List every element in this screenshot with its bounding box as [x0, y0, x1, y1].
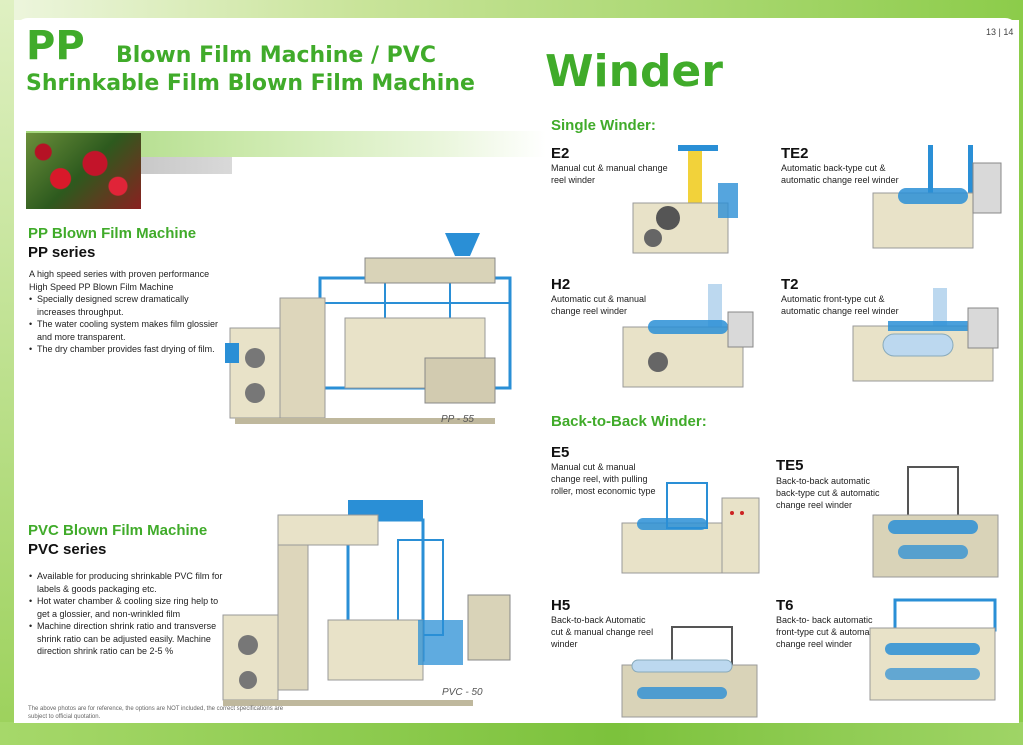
pvc-machine-illustration [222, 500, 511, 706]
winder-desc-te5: Back-to-back automatic back-type cut & a… [776, 476, 880, 510]
winder-desc-t6: Back-to- back automatic front-type cut &… [776, 615, 879, 649]
pvc-bullet: Available for producing shrinkable PVC f… [29, 570, 227, 595]
winder-t6-image [869, 598, 997, 701]
winder-desc-t2: Automatic front-type cut & automatic cha… [781, 294, 899, 316]
pp-caption: PP - 55 [441, 414, 474, 425]
winder-e5-image [621, 482, 760, 574]
pvc-bullet: Hot water chamber & cooling size ring he… [29, 595, 227, 620]
pp-bullet: The dry chamber provides fast drying of … [29, 343, 229, 356]
winder-code-h5: H5 [551, 597, 571, 614]
single-winder-heading: Single Winder: [551, 117, 656, 134]
winder-t2-image [852, 288, 999, 382]
title-line-1: Blown Film Machine / PVC [116, 43, 436, 68]
frame-top [0, 0, 1023, 20]
pp-section-title: PP Blown Film Machine [28, 225, 197, 242]
winder-code-e5: E5 [551, 444, 570, 461]
winder-desc-h5: Back-to-back Automatic cut & manual chan… [551, 615, 654, 649]
flower-photo [26, 133, 141, 209]
winder-code-h2: H2 [551, 276, 571, 293]
frame-right [1019, 0, 1023, 745]
winder-desc-h2: Automatic cut & manual change reel winde… [551, 294, 647, 316]
pp-bullet: Specially designed screw dramatically in… [29, 293, 229, 318]
page-numbers: 13 | 14 [986, 27, 1014, 37]
disclaimer-note: The above photos are for reference, the … [28, 706, 284, 720]
title-pp: PP [26, 23, 85, 69]
pp-intro-1: A high speed series with proven performa… [29, 269, 210, 279]
pvc-feature-list: Available for producing shrinkable PVC f… [29, 570, 227, 658]
winder-code-t2: T2 [781, 276, 799, 293]
winder-desc-e5: Manual cut & manual change reel, with pu… [551, 462, 656, 496]
winder-code-te5: TE5 [776, 457, 804, 474]
winder-desc-e2: Manual cut & manual change reel winder [551, 163, 668, 185]
winder-e2-image [632, 145, 738, 254]
winder-h5-image [621, 626, 758, 718]
frame-left [0, 0, 14, 745]
winder-te5-image [872, 466, 999, 578]
pp-feature-list: A high speed series with proven performa… [29, 268, 229, 356]
title-line-2: Shrinkable Film Blown Film Machine [26, 71, 475, 96]
back-to-back-heading: Back-to-Back Winder: [551, 413, 707, 430]
pp-intro-2: High Speed PP Blown Film Machine [29, 281, 174, 292]
winder-h2-image [622, 284, 754, 388]
winder-code-t6: T6 [776, 597, 794, 614]
title-winder: Winder [545, 46, 723, 97]
winder-desc-te2: Automatic back-type cut & automatic chan… [781, 163, 899, 185]
pvc-section-title: PVC Blown Film Machine [28, 522, 208, 539]
pvc-series-title: PVC series [28, 541, 107, 558]
pvc-caption: PVC - 50 [442, 687, 483, 698]
pvc-bullet: Machine direction shrink ratio and trans… [29, 620, 227, 658]
winder-te2-image [872, 145, 1002, 249]
pp-bullet: The water cooling system makes film glos… [29, 318, 229, 343]
pp-machine-illustration [225, 233, 512, 424]
frame-bottom [0, 722, 1023, 745]
winder-code-e2: E2 [551, 145, 570, 162]
winder-code-te2: TE2 [781, 145, 809, 162]
pp-series-title: PP series [28, 244, 96, 261]
